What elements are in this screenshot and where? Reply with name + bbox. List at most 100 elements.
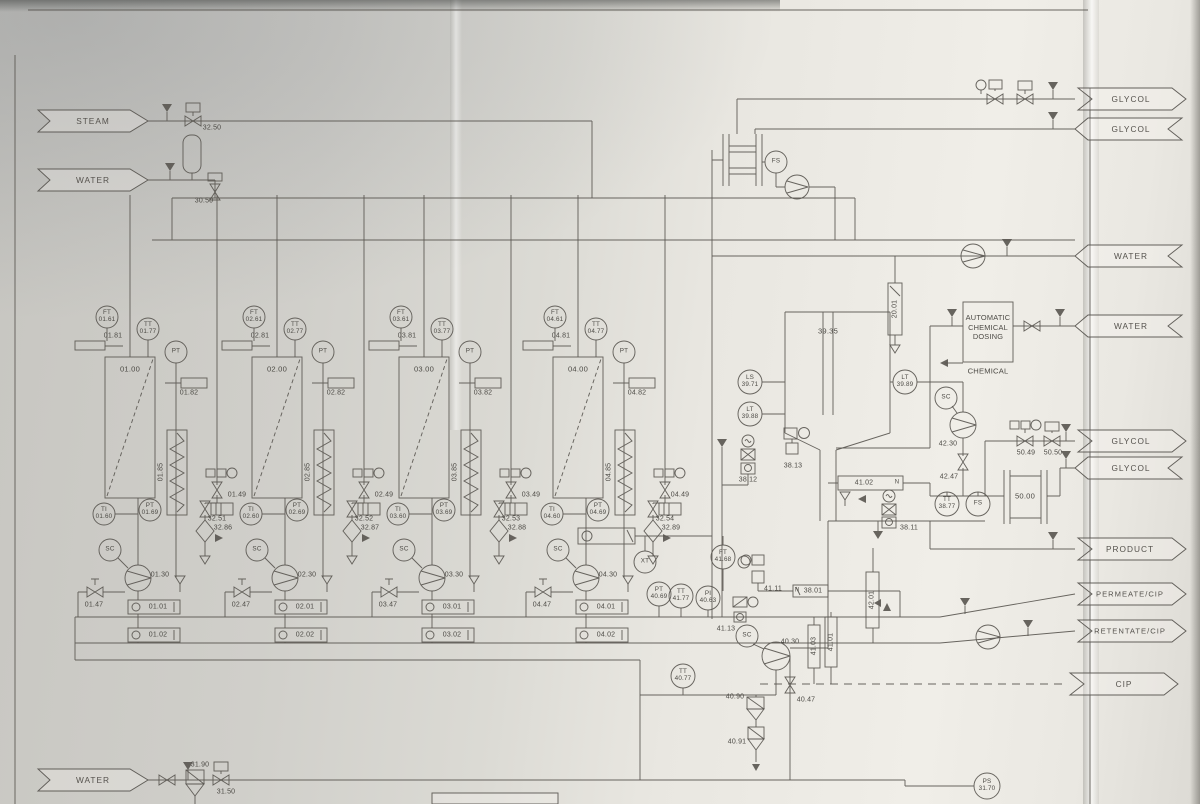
label-membrane-u1: 01.00 <box>119 364 141 374</box>
label-hx5000: 50.00 <box>1014 491 1036 501</box>
inst-pt-top-u1: PT <box>171 347 181 355</box>
label-v3150: 31.50 <box>216 788 236 796</box>
paper-top-shadow <box>0 0 780 12</box>
label-chk-u2: 32.87 <box>360 524 380 532</box>
label-v49-u4: 04.49 <box>670 491 690 499</box>
inst-pt-top-u4: PT <box>619 347 629 355</box>
label-v47-u1: 01.47 <box>84 601 104 609</box>
label-t82-u1: 01.82 <box>179 389 199 397</box>
label-pump-u3: 03.30 <box>444 571 464 579</box>
label-membrane-u3: 03.00 <box>413 364 435 374</box>
arr-cip: CIP <box>1115 679 1133 689</box>
label-pump-u4: 04.30 <box>598 571 618 579</box>
label-b2-u1: 01.02 <box>148 631 168 639</box>
arr-glycol-m2: GLYCOL <box>1111 463 1151 473</box>
label-rot4102-n: N <box>894 479 900 486</box>
label-rot4102: 41.02 <box>854 479 874 487</box>
arr-glycol-1: GLYCOL <box>1111 94 1151 104</box>
label-t81-u1: 01.81 <box>103 332 123 340</box>
label-sol-u4: 32.54 <box>655 515 675 523</box>
inst-pt-top-u3: PT <box>465 347 475 355</box>
label-b1-u2: 02.01 <box>295 603 315 611</box>
label-v3250: 32.50 <box>202 124 222 132</box>
label-hx-u2: 02.85 <box>304 462 312 482</box>
label-hx-u1: 01.85 <box>157 462 165 482</box>
label-tank: 39.35 <box>817 326 839 336</box>
label-v49-u1: 01.49 <box>227 491 247 499</box>
label-b1-u3: 03.01 <box>442 603 462 611</box>
label-v49-u3: 03.49 <box>521 491 541 499</box>
arr-permeate: PERMEATE/CIP <box>1096 589 1164 599</box>
label-sol-u3: 32.53 <box>501 515 521 523</box>
paper-crease-left <box>450 0 462 430</box>
inst-xt: XT <box>640 557 650 565</box>
label-p4230: 42.30 <box>938 440 958 448</box>
arrow-steam: STEAM <box>76 116 110 126</box>
label-b2-u4: 04.02 <box>596 631 616 639</box>
label-chk-u4: 32.89 <box>661 524 681 532</box>
inst-fs-top: FS <box>771 157 781 165</box>
label-sol-u1: 32.51 <box>207 515 227 523</box>
label-pump-u1: 01.30 <box>150 571 170 579</box>
arr-water-r2: WATER <box>1113 321 1149 331</box>
label-v47-u3: 03.47 <box>378 601 398 609</box>
label-v3050: 30.50 <box>194 197 214 205</box>
label-p4030: 40.30 <box>780 638 800 646</box>
arr-glycol-2: GLYCOL <box>1111 124 1151 134</box>
inst-sc-4030: SC <box>742 631 752 639</box>
inst-sc-u3: SC <box>399 545 409 553</box>
label-v3190: 31.90 <box>190 761 210 769</box>
label-v4113: 41.13 <box>716 625 736 633</box>
label-v47-u2: 02.47 <box>231 601 251 609</box>
label-rot2001: 20.01 <box>891 299 899 319</box>
label-t81-u4: 04.81 <box>551 332 571 340</box>
label-v4247: 42.47 <box>939 473 959 481</box>
arr-glycol-m1: GLYCOL <box>1111 436 1151 446</box>
label-hx-u3: 03.85 <box>451 462 459 482</box>
label-t81-u3: 03.81 <box>397 332 417 340</box>
label-chk-u3: 32.88 <box>507 524 527 532</box>
label-b1-u1: 01.01 <box>148 603 168 611</box>
label-t82-u2: 02.82 <box>326 389 346 397</box>
label-t82-u3: 03.82 <box>473 389 493 397</box>
label-chemical: CHEMICAL <box>967 366 1009 376</box>
arr-retentate: RETENTATE/CIP <box>1094 626 1166 636</box>
label-rot4201: 42.01 <box>868 590 876 610</box>
label-rot4103: 41.03 <box>810 636 818 656</box>
label-b1-u4: 04.01 <box>596 603 616 611</box>
arrow-water-top: WATER <box>75 175 111 185</box>
inst-sc-4230: SC <box>941 393 951 401</box>
label-i3813: 38.13 <box>783 462 803 470</box>
label-b2-u2: 02.02 <box>295 631 315 639</box>
label-i3811: 38.11 <box>900 524 918 532</box>
label-membrane-u2: 02.00 <box>266 364 288 374</box>
paper-edge-shadow <box>1190 0 1200 804</box>
label-b2-u3: 03.02 <box>442 631 462 639</box>
label-pump-u2: 02.30 <box>297 571 317 579</box>
label-v49-u2: 02.49 <box>374 491 394 499</box>
paper-crease-right <box>1083 0 1099 804</box>
inst-sc-u1: SC <box>105 545 115 553</box>
label-rot4101: 41.01 <box>827 632 835 652</box>
